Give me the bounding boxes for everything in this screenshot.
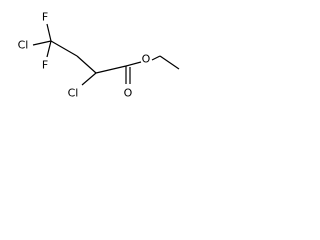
atom-label-oxygen-ester: O — [142, 53, 151, 66]
bond-c1-o-ester — [125, 61, 142, 67]
bond-c2-cl — [81, 72, 97, 86]
chemical-structure: F Cl F Cl O O — [18, 11, 180, 100]
bond-c4-f-top — [46, 23, 52, 42]
atom-label-chlorine-terminal: Cl — [18, 39, 29, 52]
bond-o-ch2 — [151, 55, 161, 61]
bond-ch2-ch3 — [159, 55, 180, 70]
bond-c4-cl — [32, 40, 52, 46]
bond-c3-c2 — [76, 55, 97, 74]
bond-c4-c3 — [50, 40, 78, 57]
bond-c2-c1 — [95, 65, 127, 74]
atom-label-chlorine-alpha: Cl — [68, 87, 79, 100]
atom-label-fluorine-bottom: F — [42, 59, 48, 72]
atom-label-fluorine-top: F — [42, 11, 48, 24]
bond-c4-f-bottom — [46, 40, 52, 58]
atom-label-oxygen-carbonyl: O — [124, 87, 133, 100]
